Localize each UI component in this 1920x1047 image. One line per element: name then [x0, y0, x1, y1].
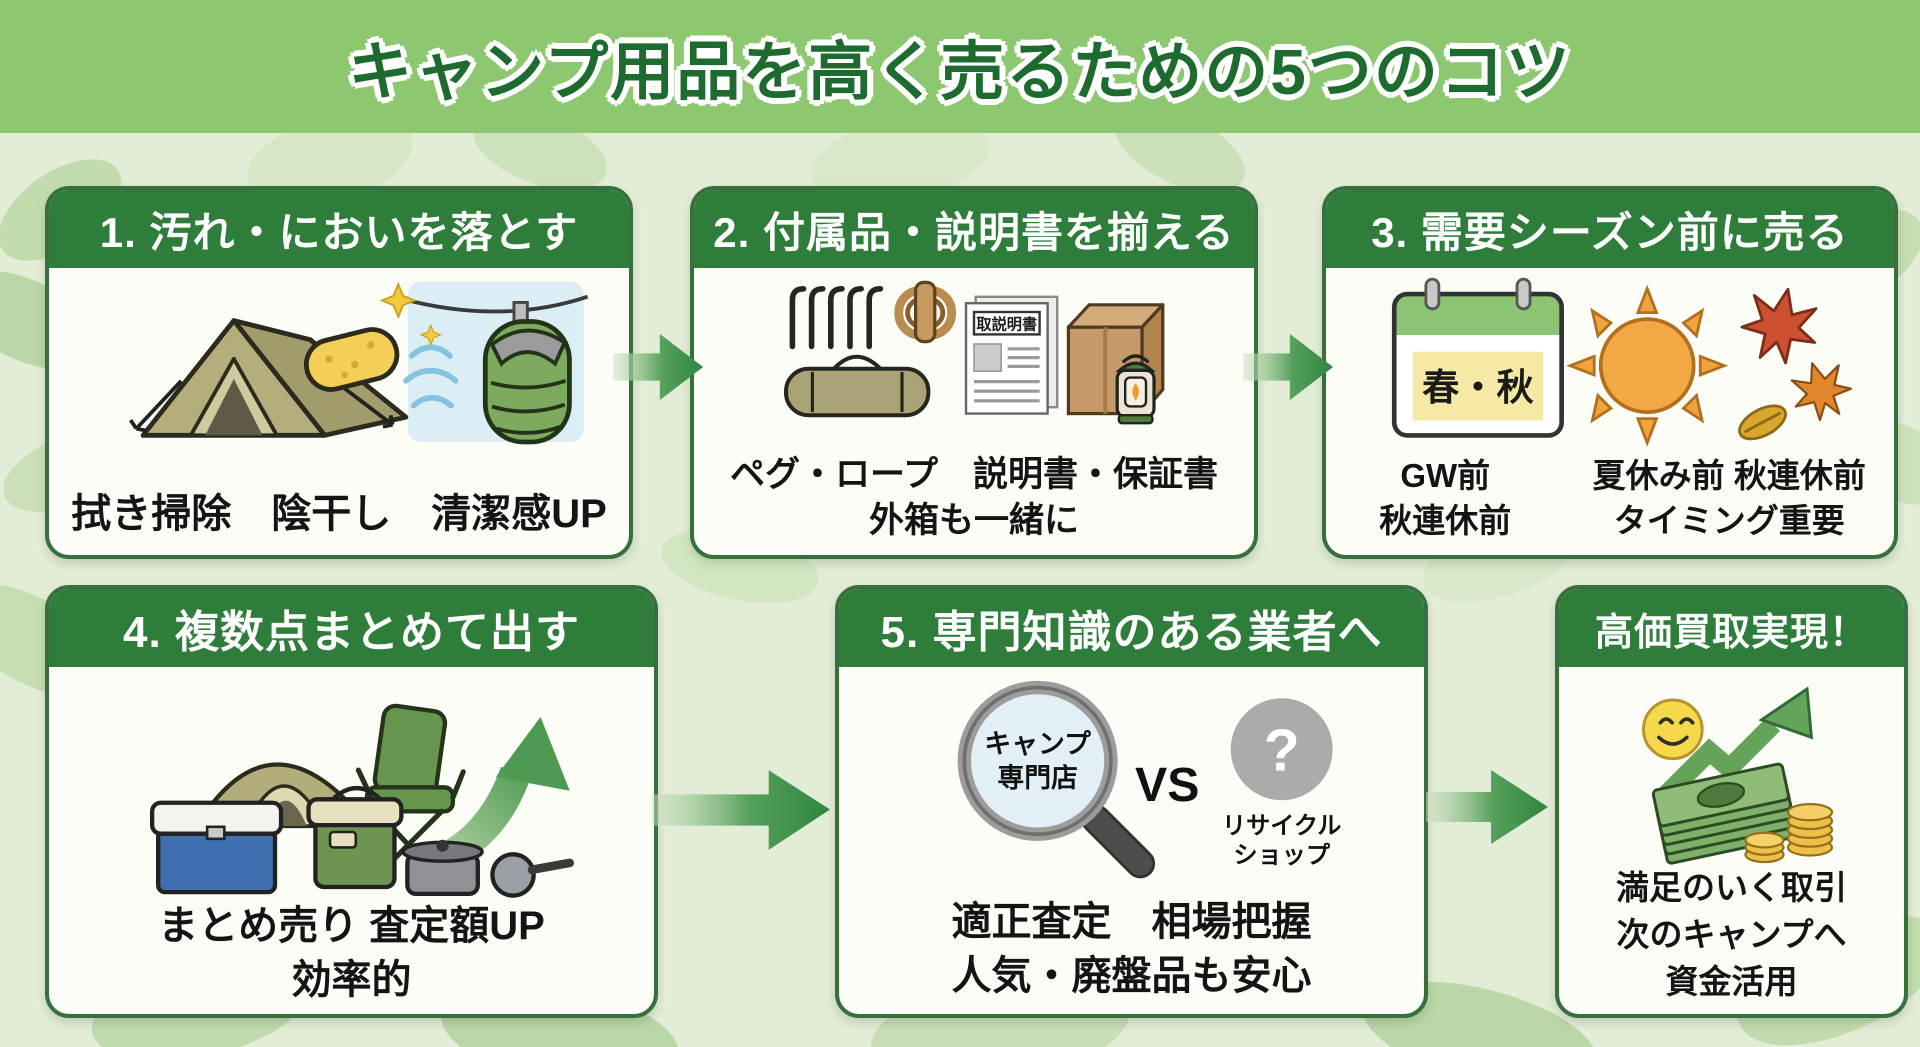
rope-icon	[894, 280, 956, 344]
card-result: 高価買取実現！	[1555, 585, 1908, 1018]
card3-caption-col1: GW前 秋連休前	[1326, 454, 1565, 543]
card6-illustration	[1642, 686, 1834, 865]
manual-document-icon: 取説明書	[964, 295, 1059, 415]
card3-caption: GW前 秋連休前 夏休み前 秋連休前 タイミング重要	[1326, 454, 1894, 555]
wind-icon	[403, 344, 459, 409]
card1-caption: 拭き掃除 陰干し 清潔感UP	[71, 492, 607, 536]
card2-caption-line1: ペグ・ロープ 説明書・保証書	[730, 455, 1218, 494]
card5-caption-line2: 人気・廃盤品も安心	[951, 954, 1312, 998]
manual-label: 取説明書	[976, 316, 1037, 334]
card5-caption-line1: 適正査定 相場把握	[951, 900, 1312, 944]
title-banner: キャンプ用品を高く売るための5つのコツ	[0, 0, 1920, 133]
card-step2: 2. 付属品・説明書を揃える 取説明	[690, 186, 1258, 559]
card2-body: 取説明書	[694, 268, 1254, 555]
smiley-icon	[1642, 698, 1704, 761]
card2-caption-line2: 外箱も一緒に	[868, 500, 1079, 540]
card5-caption: 適正査定 相場把握 人気・廃盤品も安心	[839, 895, 1424, 1014]
card4-caption-line2: 効率的	[291, 958, 412, 1002]
card6-header: 高価買取実現！	[1559, 589, 1904, 667]
camp-cooker-icon	[306, 786, 404, 890]
card2-caption: ペグ・ロープ 説明書・保証書 外箱も一緒に	[694, 452, 1254, 555]
page-title: キャンプ用品を高く売るための5つのコツ	[348, 35, 1572, 108]
banknotes-icon	[1651, 762, 1798, 865]
sparkle-icon	[379, 281, 443, 347]
card3-col2-line2: タイミング重要	[1613, 501, 1845, 539]
autumn-leaves-icon	[1738, 287, 1853, 441]
card4-caption: まとめ売り 査定額UP 効率的	[49, 899, 654, 1014]
card3-col1-line1: GW前	[1400, 457, 1491, 494]
vs-label: VS	[1135, 758, 1199, 812]
sponge-icon	[303, 327, 400, 392]
card6-caption-line1: 満足のいく取引	[1616, 869, 1847, 906]
card3-header: 3. 需要シーズン前に売る	[1326, 190, 1894, 268]
card1-illustration	[128, 281, 589, 445]
card3-illustration: 春・秋	[1391, 277, 1853, 447]
card4-body: まとめ売り 査定額UP 効率的	[49, 667, 654, 1014]
flow-arrow-1	[613, 333, 703, 401]
card-step3: 3. 需要シーズン前に売る 春・秋	[1322, 186, 1898, 559]
recycle-label-line2: ショップ	[1233, 842, 1330, 869]
pot-pan-icon	[401, 839, 575, 898]
card6-caption: 満足のいく取引 次のキャンプへ 資金活用	[1559, 865, 1904, 1014]
card1-header: 1. 汚れ・においを落とす	[49, 190, 629, 268]
flow-arrow-4	[1426, 770, 1548, 844]
calendar-label: 春・秋	[1422, 366, 1534, 408]
tent-pegs-icon	[789, 286, 884, 350]
card6-body: 満足のいく取引 次のキャンプへ 資金活用	[1559, 667, 1904, 1014]
growth-arrow-icon	[1651, 686, 1814, 810]
recycle-label-line1: リサイクル	[1222, 812, 1341, 839]
card4-header: 4. 複数点まとめて出す	[49, 589, 654, 667]
flow-arrow-2	[1243, 333, 1333, 401]
lantern-icon	[1115, 354, 1156, 425]
card1-body: 拭き掃除 陰干し 清潔感UP	[49, 268, 629, 555]
card3-body: 春・秋 GW前	[1326, 268, 1894, 555]
card-step4: 4. 複数点まとめて出す	[45, 585, 658, 1018]
card3-caption-col2: 夏休み前 秋連休前 タイミング重要	[1565, 454, 1894, 543]
question-mark: ?	[1264, 718, 1300, 784]
card5-header: 5. 専門知識のある業者へ	[839, 589, 1424, 667]
magnifier-label-line2: 専門店	[997, 763, 1077, 793]
card-step5: 5. 専門知識のある業者へ キャンプ 専門店 VS ? リサイクル ショップ 適…	[835, 585, 1428, 1018]
card3-col1-line2: 秋連休前	[1379, 501, 1512, 539]
card5-illustration: キャンプ 専門店 VS ? リサイクル ショップ	[957, 680, 1341, 879]
card2-illustration: 取説明書	[784, 280, 1165, 425]
coins-icon	[1744, 803, 1834, 864]
card3-col2-line1: 夏休み前 秋連休前	[1592, 457, 1866, 494]
card2-header: 2. 付属品・説明書を揃える	[694, 190, 1254, 268]
magnifier-label-line1: キャンプ	[984, 729, 1091, 759]
card5-body: キャンプ 専門店 VS ? リサイクル ショップ 適正査定 相場把握 人気・廃盤…	[839, 667, 1424, 1014]
tent-bag-icon	[784, 354, 931, 418]
card6-caption-line3: 資金活用	[1665, 962, 1798, 1000]
question-circle-icon: ?	[1230, 698, 1333, 801]
card4-illustration	[150, 703, 575, 898]
sun-icon	[1566, 284, 1729, 447]
calendar-icon: 春・秋	[1391, 277, 1564, 438]
cooler-box-icon	[150, 800, 284, 895]
card-step1: 1. 汚れ・においを落とす	[45, 186, 633, 559]
sleeping-bag-airing-icon	[400, 281, 589, 445]
flow-arrow-3	[652, 770, 830, 850]
card4-caption-line1: まとめ売り 査定額UP	[158, 904, 545, 948]
card6-caption-line2: 次のキャンプへ	[1616, 915, 1847, 953]
magnifier-icon: キャンプ 専門店	[957, 680, 1156, 879]
